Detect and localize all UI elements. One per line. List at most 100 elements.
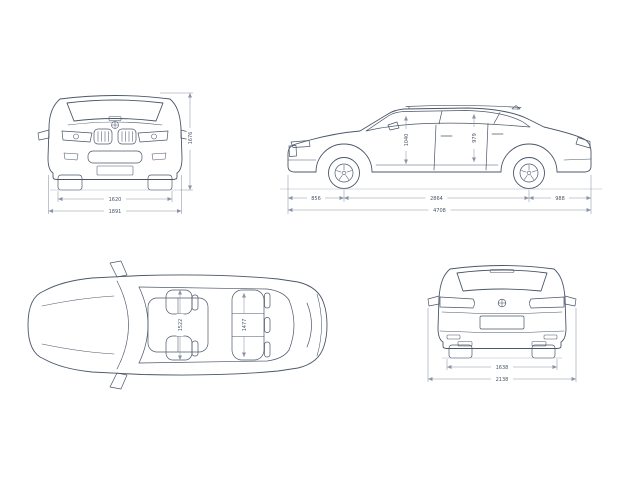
rear-window-top-arc xyxy=(288,299,295,351)
front-seat-right xyxy=(165,335,193,361)
dim-label-bg xyxy=(186,128,194,150)
roundel-cross xyxy=(497,298,507,308)
door-seams xyxy=(433,123,489,171)
top-left-mirror xyxy=(109,260,128,278)
bumper-lines xyxy=(287,158,592,161)
side-mirror xyxy=(387,121,400,131)
dim-overall-length-label: 4708 xyxy=(433,208,446,214)
top-right-mirror xyxy=(109,372,128,390)
dim-label-bg xyxy=(491,375,513,383)
front-headrest-left xyxy=(191,294,199,311)
side-kidney-grille xyxy=(288,145,297,157)
bumper-line xyxy=(439,330,565,333)
hood-crease xyxy=(67,121,163,126)
third-brake-light xyxy=(489,269,515,273)
dim-rear-track-label: 1638 xyxy=(496,365,509,371)
dim-interior-width-front-label: 1522 xyxy=(178,319,184,332)
rear-view-dimensions: 1638 2138 xyxy=(427,308,577,383)
side-view-dimensions: 1040 979 856 2864 988 4708 xyxy=(287,114,592,214)
front-view-drawing: 1620 1891 1676 xyxy=(37,92,194,215)
lower-intake xyxy=(87,150,143,164)
dim-interior-height-rear-label: 979 xyxy=(472,133,478,143)
dim-front-track-label: 1620 xyxy=(109,197,122,203)
license-plate-recess xyxy=(479,315,525,330)
rear-wheel-spokes xyxy=(521,164,537,180)
dim-label-bg xyxy=(402,129,410,151)
glasshouse xyxy=(365,110,531,132)
exhaust-right xyxy=(531,341,547,347)
dim-front-width-label: 1891 xyxy=(109,209,122,215)
reflector-right xyxy=(543,334,558,340)
dim-label-bg xyxy=(551,194,569,202)
exhaust-left xyxy=(457,341,473,347)
rear-bench-splits xyxy=(231,313,265,337)
dim-label-bg xyxy=(491,363,513,371)
license-plate xyxy=(96,165,134,176)
dim-label-bg xyxy=(307,194,325,202)
top-view-panel: 1522 1477 xyxy=(20,250,335,400)
rear-right-mirror xyxy=(564,295,577,307)
dim-label-bg xyxy=(428,206,451,214)
rear-wheel-tire xyxy=(513,157,545,189)
side-headlight xyxy=(290,140,311,148)
rear-headrest xyxy=(264,292,271,309)
front-seat-left xyxy=(165,289,193,315)
dim-front-overhang-label: 856 xyxy=(311,196,321,202)
front-view-dimensions: 1620 1891 1676 xyxy=(48,92,194,215)
kidney-grille-right xyxy=(117,128,137,145)
front-wheel-hub xyxy=(341,170,347,176)
front-right-wheel xyxy=(147,174,173,191)
rear-right-wheel xyxy=(531,344,556,359)
front-wheel-spokes xyxy=(336,164,352,180)
front-wheel-tire xyxy=(328,157,360,189)
rear-window xyxy=(456,269,548,292)
front-left-wheel xyxy=(57,174,83,191)
rear-wheel-hub xyxy=(526,170,532,176)
grille-slats xyxy=(97,131,133,142)
side-view-panel: 1040 979 856 2864 988 4708 xyxy=(276,76,606,221)
rear-body xyxy=(437,265,567,349)
front-left-headlight xyxy=(61,130,93,143)
rear-headrest xyxy=(264,317,271,333)
tailgate-line xyxy=(316,293,322,357)
front-body xyxy=(47,95,183,180)
rear-left-mirror xyxy=(427,295,440,307)
rear-view-car-outline xyxy=(427,265,577,359)
dim-label-bg xyxy=(240,314,248,336)
front-view-car-outline xyxy=(37,95,193,191)
roundel-cross xyxy=(111,121,119,129)
hood-lines xyxy=(41,295,115,355)
windshield-top-arc xyxy=(138,286,149,364)
extension-lines xyxy=(160,92,193,191)
kidney-grille-left xyxy=(93,128,113,145)
dim-rear-overhang-label: 988 xyxy=(555,196,565,202)
rear-left-taillight xyxy=(439,296,475,309)
front-right-headlight xyxy=(137,130,169,143)
dim-label-bg xyxy=(425,194,448,202)
dim-width-incl-mirrors-label: 2138 xyxy=(496,377,509,383)
side-taillight xyxy=(575,137,591,149)
rear-bench xyxy=(231,289,265,361)
top-view-drawing: 1522 1477 xyxy=(27,260,328,390)
windshield-base-arc xyxy=(116,280,129,370)
side-view-car-outline xyxy=(287,105,592,189)
roof-edges xyxy=(138,286,290,364)
dim-interior-width-rear-label: 1477 xyxy=(242,319,248,332)
front-windshield xyxy=(66,99,164,122)
front-left-mirror xyxy=(37,129,50,141)
rear-wheel-rim xyxy=(519,163,539,183)
top-view-dimensions: 1522 1477 xyxy=(176,290,248,360)
reflector-left xyxy=(446,334,461,340)
rear-left-wheel xyxy=(448,344,473,359)
dim-label-bg xyxy=(470,127,478,149)
door-handles xyxy=(440,133,504,137)
dim-label-bg xyxy=(104,207,126,215)
tailgate-seam xyxy=(441,311,563,314)
rearview-mirror xyxy=(108,116,122,121)
rear-view-panel: 1638 2138 xyxy=(420,246,585,394)
fog-lamp-left xyxy=(63,152,79,161)
dim-label-bg xyxy=(176,314,184,336)
side-body xyxy=(287,107,592,173)
dim-label-bg xyxy=(104,195,126,203)
side-view-drawing: 1040 979 856 2864 988 4708 xyxy=(280,105,602,214)
